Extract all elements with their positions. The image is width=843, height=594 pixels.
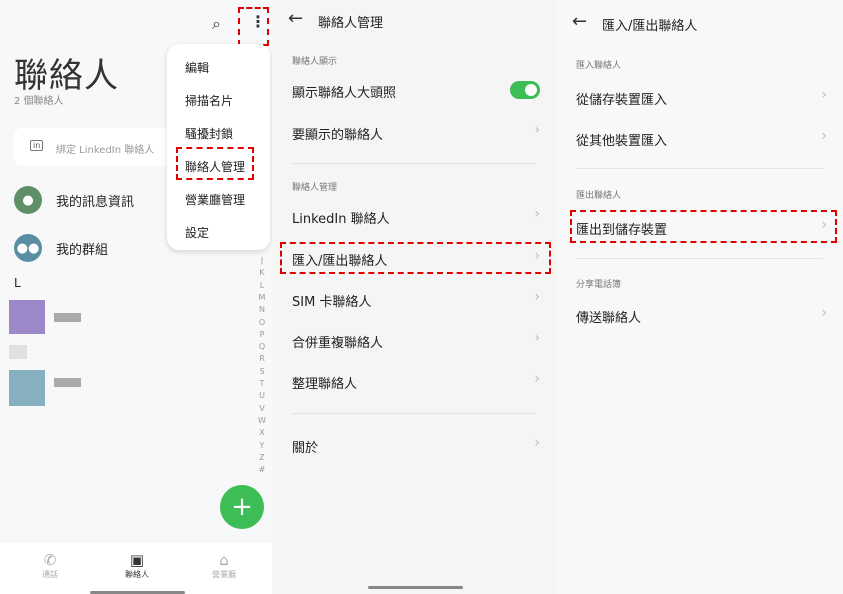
- divider: [576, 168, 823, 169]
- my-groups-item[interactable]: ●● 我的群組: [14, 234, 108, 262]
- index-letter[interactable]: N: [259, 305, 265, 315]
- chevron-right-icon: ›: [534, 289, 540, 305]
- contact-name-blurred: [54, 313, 81, 322]
- person-icon: ●: [14, 186, 42, 214]
- highlight-more: [238, 7, 269, 46]
- sim-contacts-item[interactable]: SIM 卡聯絡人: [292, 295, 372, 310]
- chevron-right-icon: ›: [821, 128, 827, 144]
- home-indicator: [90, 591, 185, 594]
- group-icon: ●●: [14, 234, 42, 262]
- section-management: 聯絡人管理: [292, 183, 338, 193]
- import-from-device-item[interactable]: 從其他裝置匯入: [576, 134, 668, 149]
- index-letter[interactable]: M: [258, 292, 266, 302]
- my-info-item[interactable]: ● 我的訊息資訊: [14, 186, 134, 214]
- menu-item-settings[interactable]: 設定: [185, 226, 210, 240]
- my-info-label: 我的訊息資訊: [56, 194, 135, 210]
- home-indicator: [368, 586, 463, 589]
- store-icon: ⌂: [219, 551, 229, 569]
- import-from-storage-item[interactable]: 從儲存裝置匯入: [576, 93, 668, 108]
- index-letter[interactable]: O: [258, 317, 266, 327]
- index-letter[interactable]: T: [259, 379, 265, 388]
- highlight-contact-management: [176, 147, 254, 180]
- menu-item-contact-management[interactable]: 聯絡人管理: [185, 160, 246, 174]
- section-import: 匯入聯絡人: [576, 61, 622, 71]
- contact-avatar-blurred[interactable]: [9, 300, 45, 334]
- section-display: 聯絡人顯示: [292, 57, 338, 67]
- organize-contacts-item[interactable]: 整理聯絡人: [292, 377, 358, 392]
- merge-duplicates-item[interactable]: 合併重複聯絡人: [292, 336, 384, 351]
- contacts-icon: ▣: [129, 551, 145, 569]
- my-groups-label: 我的群組: [56, 242, 109, 258]
- chevron-right-icon: ›: [534, 248, 540, 264]
- section-share: 分享電話簿: [576, 280, 622, 290]
- chevron-right-icon: ›: [534, 330, 540, 346]
- index-letter[interactable]: #: [258, 465, 266, 475]
- index-letter[interactable]: Y: [259, 440, 265, 450]
- divider: [292, 163, 536, 164]
- index-letter[interactable]: X: [259, 428, 265, 438]
- linkedin-icon: in: [30, 140, 44, 151]
- tab-store[interactable]: ⌂營業廳: [194, 551, 254, 580]
- contact-count: 2 個聯絡人: [14, 96, 64, 107]
- chevron-right-icon: ›: [534, 122, 540, 138]
- chevron-right-icon: ›: [821, 305, 827, 321]
- send-contacts-item[interactable]: 傳送聯絡人: [576, 311, 642, 326]
- index-letter[interactable]: W: [258, 415, 266, 425]
- index-letter[interactable]: S: [259, 366, 265, 376]
- index-letter[interactable]: K: [259, 268, 265, 278]
- phone-icon: ✆: [43, 551, 57, 569]
- about-item[interactable]: 關於: [292, 441, 319, 456]
- highlight-export-to-storage: [570, 210, 837, 243]
- tab-label: 聯絡人: [125, 570, 149, 579]
- back-arrow-icon[interactable]: ←: [572, 11, 588, 32]
- index-letter[interactable]: V: [259, 403, 265, 413]
- export-to-storage-item[interactable]: 匯出到儲存裝置: [576, 223, 668, 238]
- menu-item-scan-card[interactable]: 掃描名片: [185, 94, 234, 108]
- page-title: 聯絡人: [14, 56, 119, 96]
- search-icon[interactable]: ⌕: [212, 14, 221, 33]
- menu-item-store-management[interactable]: 營業廳管理: [185, 193, 246, 207]
- linkedin-contacts-item[interactable]: LinkedIn 聯絡人: [292, 212, 390, 227]
- contact-avatar-blurred[interactable]: [9, 370, 45, 406]
- contact-management-screen: ← 聯絡人管理 聯絡人顯示 顯示聯絡人大頭照 要顯示的聯絡人 › 聯絡人管理 L…: [272, 0, 556, 594]
- add-contact-button[interactable]: +: [220, 485, 264, 529]
- show-photo-toggle[interactable]: [510, 81, 540, 99]
- index-letter[interactable]: P: [259, 329, 265, 339]
- page-title: 匯入/匯出聯絡人: [602, 19, 698, 34]
- chevron-right-icon: ›: [821, 87, 827, 103]
- bottom-nav: ✆通話 ▣聯絡人 ⌂營業廳: [0, 543, 272, 594]
- blurred-element: [9, 345, 27, 359]
- import-export-screen: ← 匯入/匯出聯絡人 匯入聯絡人 從儲存裝置匯入 › 從其他裝置匯入 › 匯出聯…: [556, 0, 843, 594]
- section-letter: L: [14, 276, 21, 290]
- section-export: 匯出聯絡人: [576, 191, 622, 201]
- index-letter[interactable]: R: [259, 354, 265, 364]
- show-photo-label: 顯示聯絡人大頭照: [292, 86, 397, 101]
- chevron-right-icon: ›: [534, 371, 540, 387]
- tab-contacts[interactable]: ▣聯絡人: [107, 551, 167, 580]
- tab-label: 通話: [42, 570, 58, 579]
- index-letter[interactable]: Z: [259, 452, 265, 462]
- contacts-screen: ⌕ ⋮ 聯絡人 2 個聯絡人 in 綁定 LinkedIn 聯絡人 ● 我的訊息…: [0, 0, 272, 594]
- tab-label: 營業廳: [212, 570, 236, 579]
- linkedin-label: 綁定 LinkedIn 聯絡人: [56, 145, 155, 156]
- index-letter[interactable]: L: [259, 280, 265, 290]
- import-export-item[interactable]: 匯入/匯出聯絡人: [292, 254, 388, 269]
- contact-name-blurred: [54, 378, 81, 387]
- index-letter[interactable]: J: [260, 256, 264, 265]
- tab-calls[interactable]: ✆通話: [20, 551, 80, 580]
- menu-item-edit[interactable]: 編輯: [185, 61, 210, 75]
- index-letter[interactable]: Q: [258, 342, 266, 352]
- chevron-right-icon: ›: [534, 435, 540, 451]
- more-options-icon[interactable]: ⋮: [250, 12, 266, 31]
- divider: [292, 413, 536, 414]
- menu-item-block[interactable]: 騷擾封鎖: [185, 127, 234, 141]
- index-letter[interactable]: U: [259, 391, 265, 401]
- back-arrow-icon[interactable]: ←: [288, 8, 304, 29]
- highlight-import-export: [280, 242, 551, 274]
- divider: [576, 258, 823, 259]
- page-title: 聯絡人管理: [318, 16, 384, 31]
- chevron-right-icon: ›: [821, 217, 827, 233]
- contacts-to-show-item[interactable]: 要顯示的聯絡人: [292, 128, 384, 143]
- chevron-right-icon: ›: [534, 206, 540, 222]
